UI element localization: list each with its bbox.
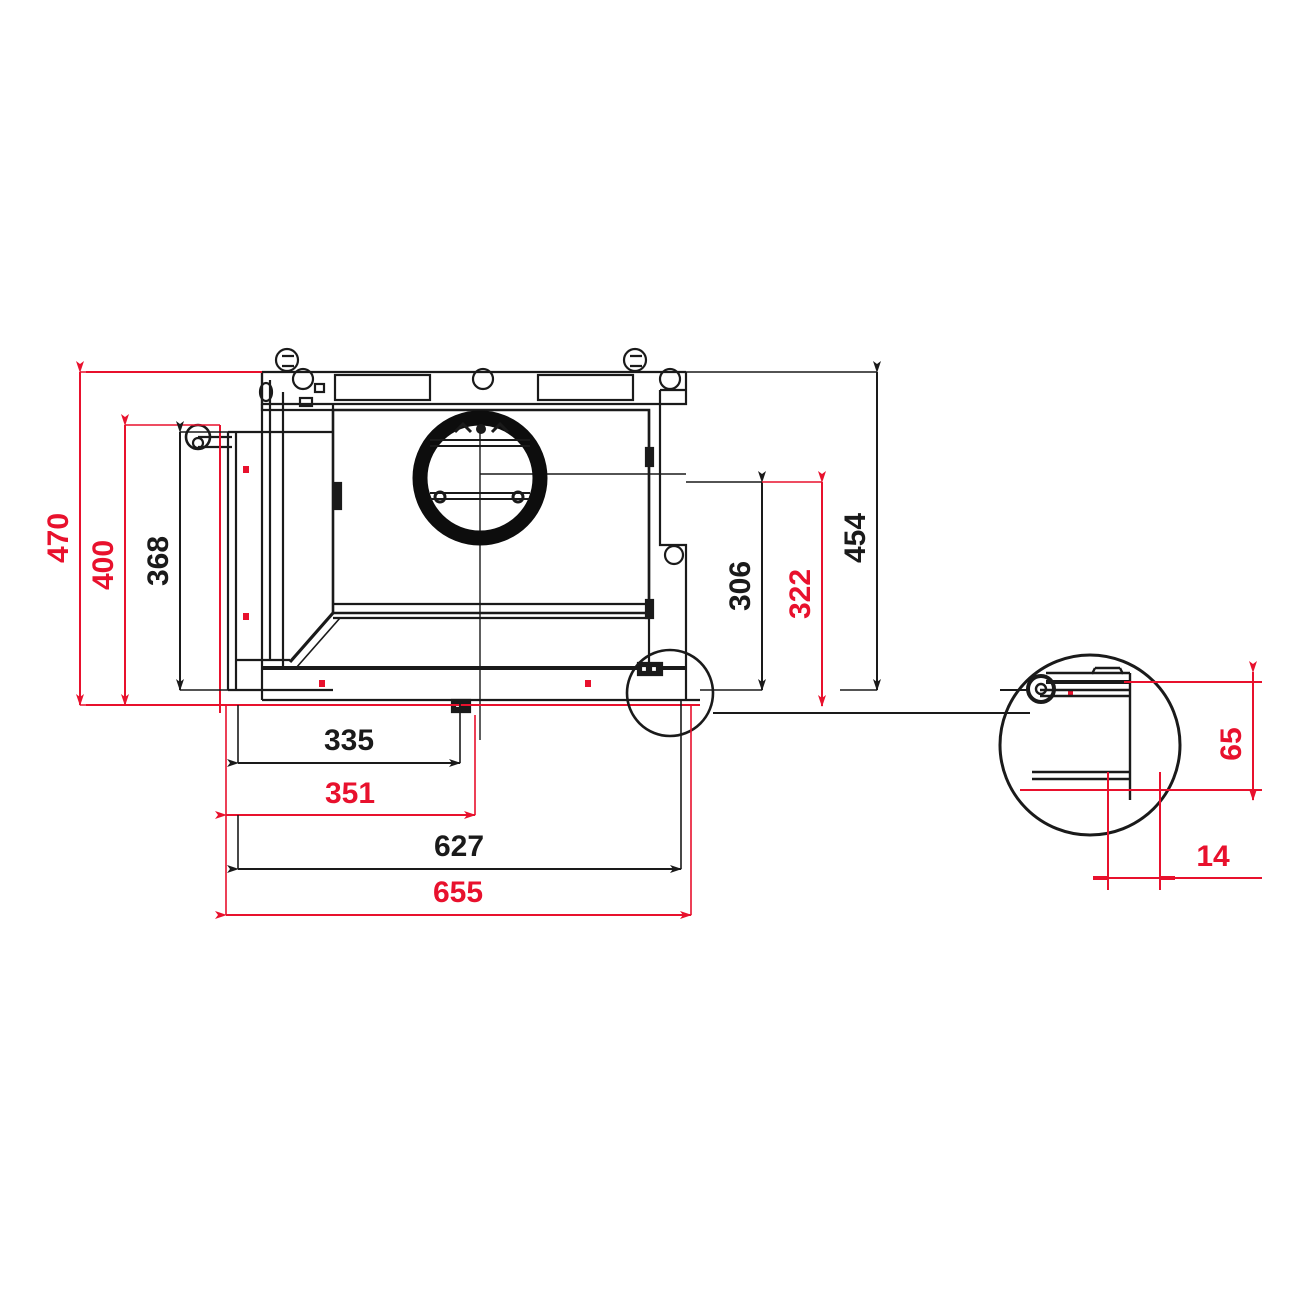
dimension-label-335: 335 — [324, 724, 374, 757]
dimension-label-351: 351 — [325, 777, 375, 810]
dimension-306: 306 — [686, 471, 766, 691]
dimension-label-655: 655 — [433, 876, 483, 909]
dimension-351: 351 — [215, 705, 476, 819]
dimension-label-454: 454 — [839, 513, 872, 563]
dimension-368: 368 — [142, 421, 228, 691]
product-red-references — [86, 371, 700, 713]
dimension-322: 322 — [762, 471, 826, 707]
product-outline — [184, 347, 700, 740]
red-hatch-dots — [243, 466, 1073, 696]
dimension-label-14: 14 — [1196, 840, 1230, 873]
dimension-627: 627 — [227, 700, 682, 873]
dimension-label-400: 400 — [87, 540, 120, 590]
dimension-group-vertical-left: 470 400 368 — [42, 361, 262, 706]
dimension-group-vertical-right: 306 322 454 — [686, 361, 881, 707]
dimension-14: 14 — [1093, 840, 1230, 880]
detail-view — [998, 653, 1262, 890]
detail-callout-circle-source — [625, 648, 715, 738]
dimension-470: 470 — [42, 361, 262, 706]
dimension-335: 335 — [227, 700, 461, 767]
dimension-label-322: 322 — [784, 569, 817, 619]
dimension-label-65: 65 — [1215, 727, 1248, 760]
dimension-label-627: 627 — [434, 830, 484, 863]
dimension-label-306: 306 — [724, 561, 757, 611]
dimension-655: 655 — [215, 705, 692, 919]
dimension-400: 400 — [87, 414, 220, 706]
flue-collar-icon — [412, 410, 548, 546]
dimension-65: 65 — [1215, 661, 1257, 801]
dimension-label-368: 368 — [142, 536, 175, 586]
dimension-group-horizontal-bottom: 335 351 627 655 — [215, 700, 692, 919]
dimension-label-470: 470 — [42, 513, 75, 563]
dimension-group-detail: 65 14 — [1093, 661, 1257, 880]
dimension-454: 454 — [686, 361, 881, 691]
